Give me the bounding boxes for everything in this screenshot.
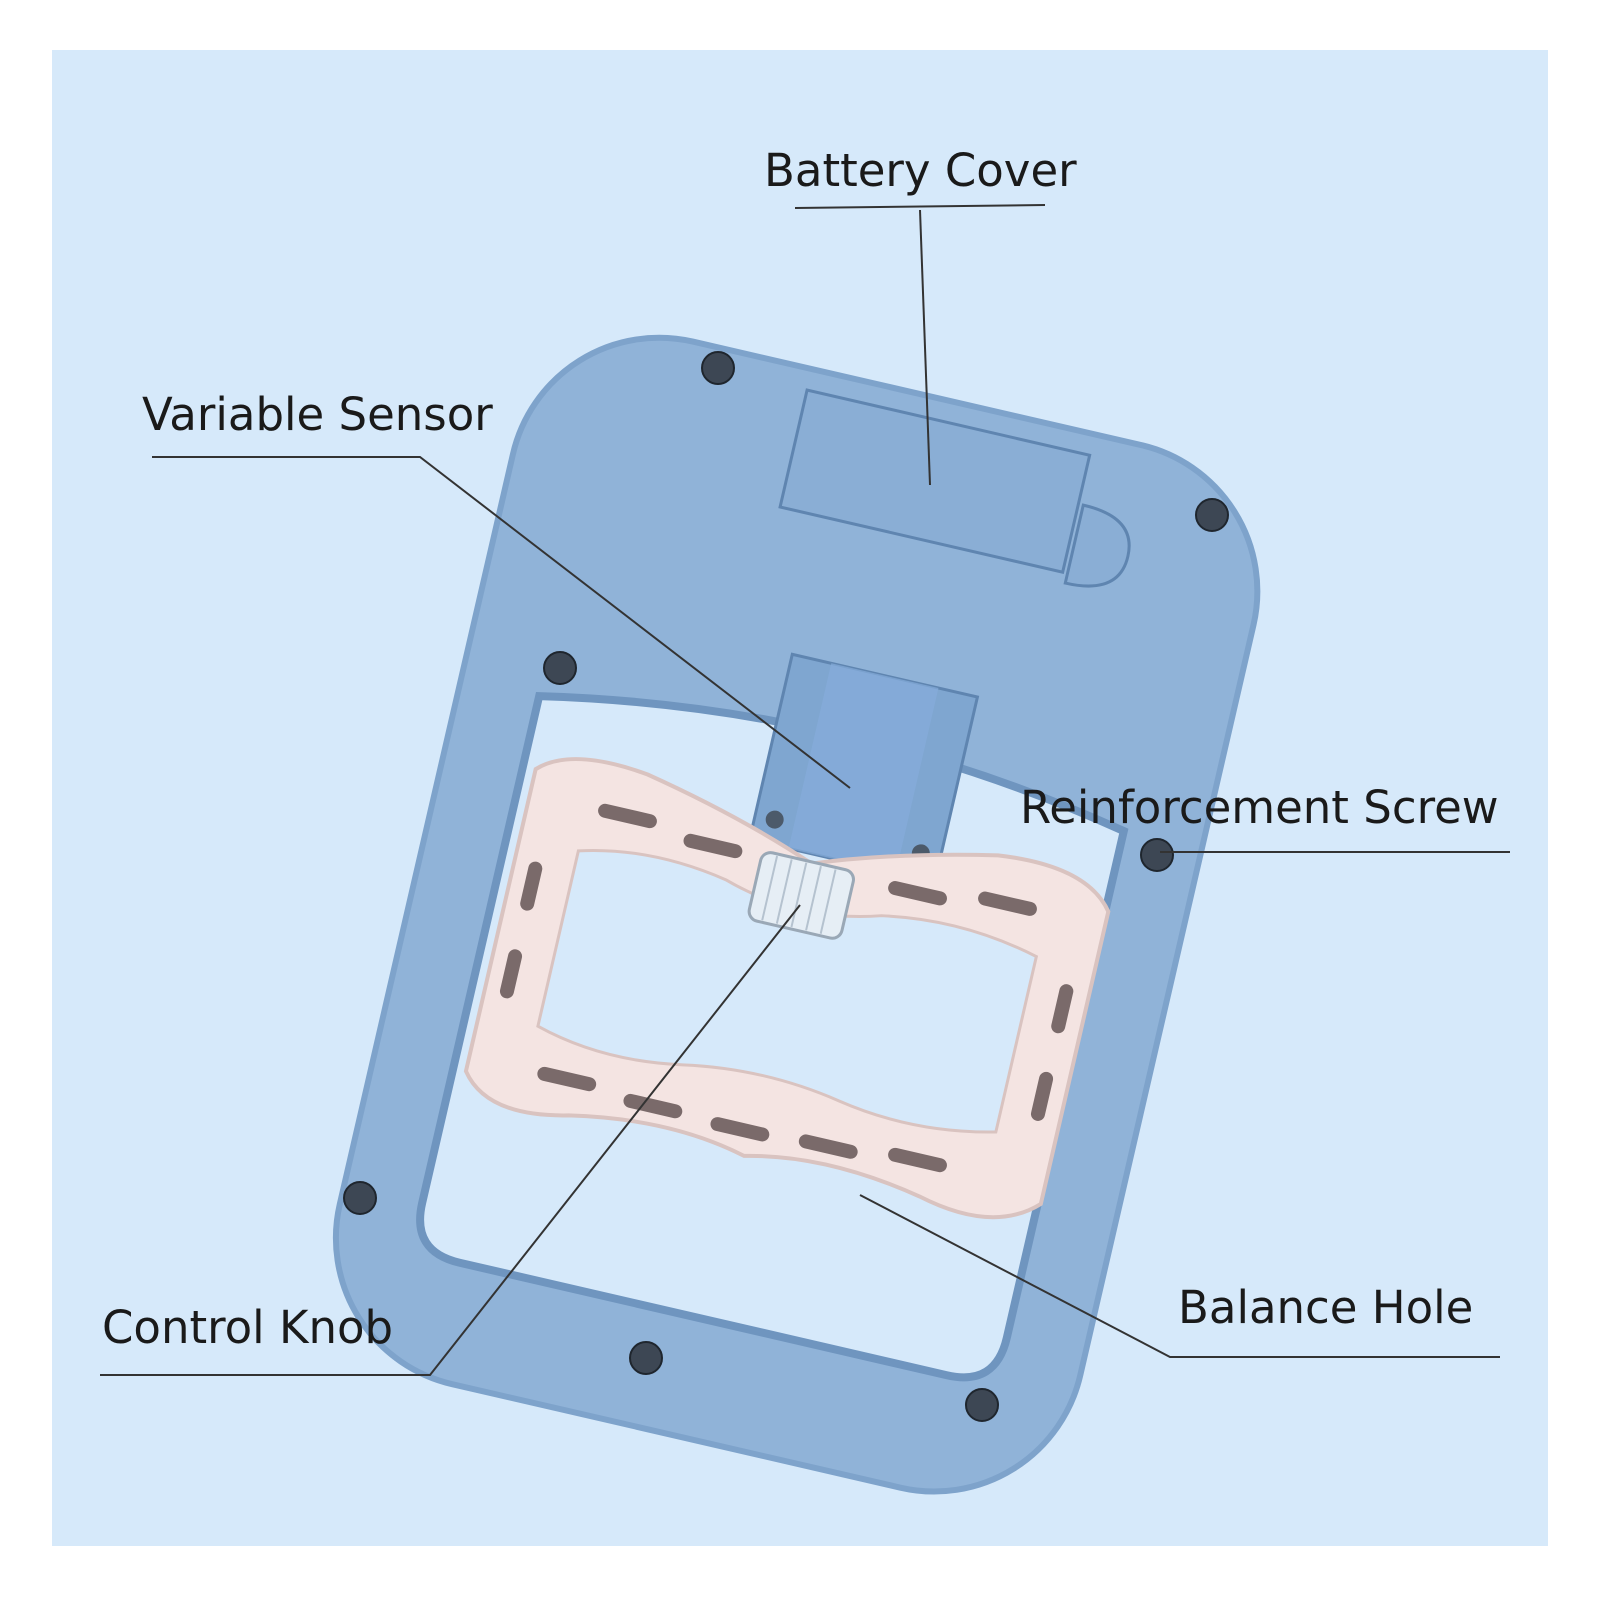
- variable-sensor: [747, 652, 980, 884]
- leader-battery-cover-drop: [919, 209, 931, 486]
- label-reinforcement-screw: Reinforcement Screw: [1020, 781, 1499, 834]
- label-control-knob: Control Knob: [102, 1301, 394, 1354]
- grip-handle: [463, 757, 1111, 1220]
- label-variable-sensor: Variable Sensor: [142, 388, 493, 441]
- label-balance-hole: Balance Hole: [1178, 1281, 1474, 1334]
- control-knob: [747, 851, 855, 940]
- battery-cover: [778, 388, 1131, 588]
- reinforcement-screws: [343, 351, 1229, 1422]
- leader-control-knob: [100, 904, 801, 1376]
- label-battery-cover: Battery Cover: [764, 144, 1077, 197]
- leader-variable-sensor: [152, 456, 851, 789]
- leader-lines: [100, 204, 1510, 1376]
- leader-balance-hole: [859, 1194, 1500, 1358]
- leader-battery-cover: [794, 204, 1046, 209]
